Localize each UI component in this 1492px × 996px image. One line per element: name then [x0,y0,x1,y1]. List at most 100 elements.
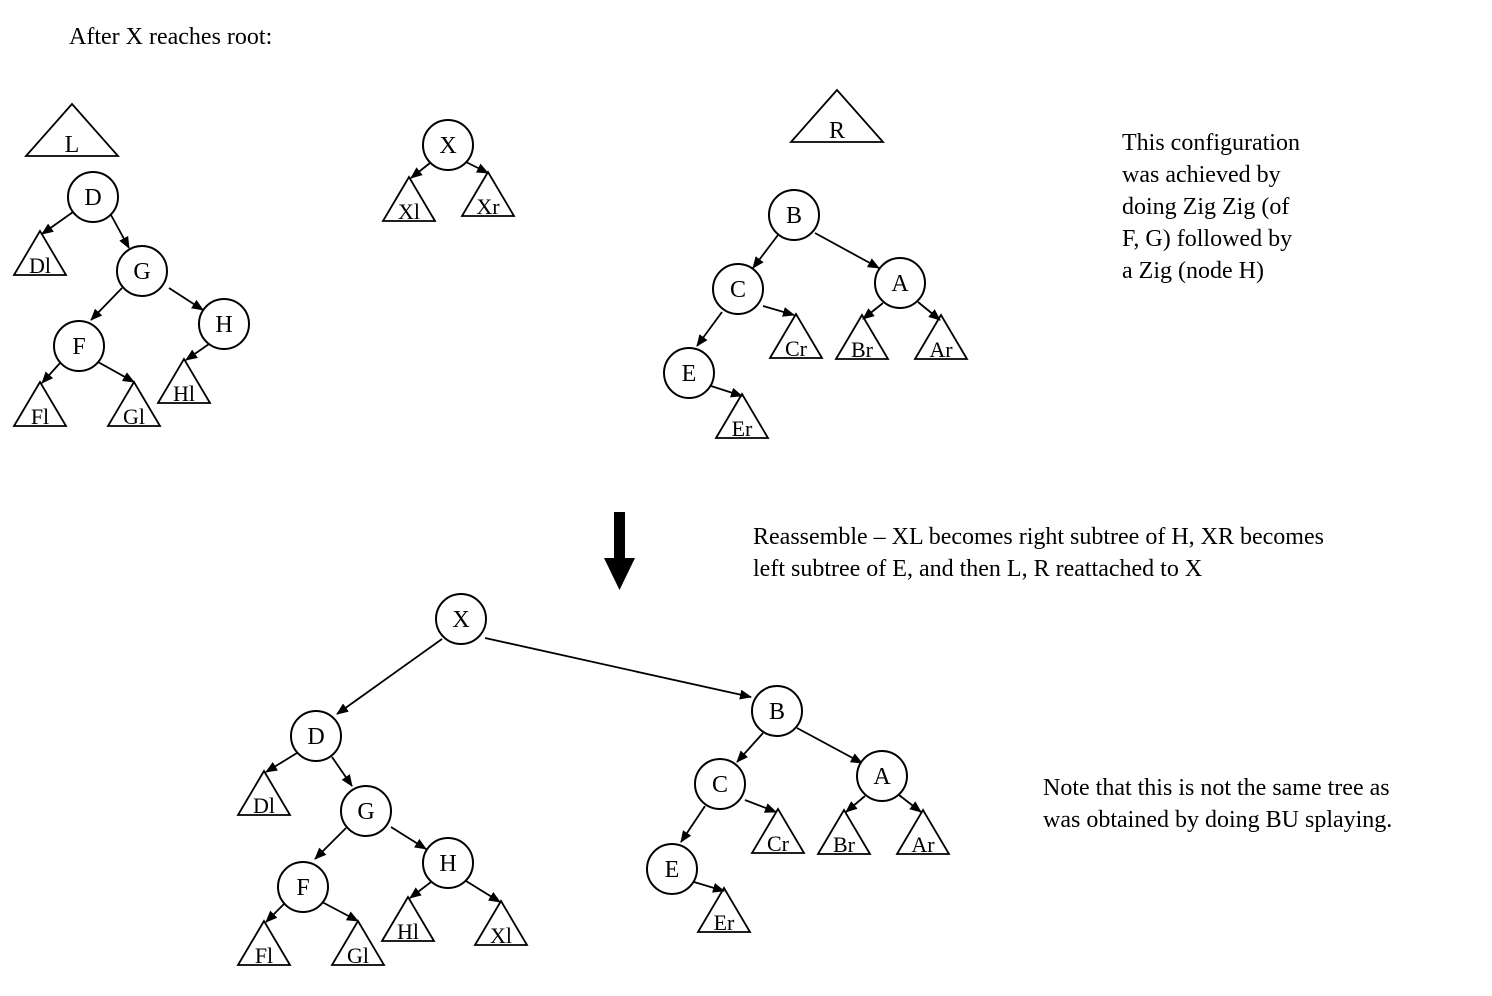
comparison-note: Note that this is not the same tree as w… [1043,775,1393,833]
edge-x-xr [465,161,489,174]
configuration-note: This configuration was achieved by doing… [1122,130,1300,284]
edge-x-xl [410,162,431,179]
subtree-gl: Gl [106,380,162,429]
edge-c-cr [762,305,795,317]
svg-text:Ar: Ar [929,337,953,362]
svg-text:C: C [730,277,746,303]
r-tree-triangle: R [789,88,885,144]
node-h: H [198,298,250,350]
svg-text:C: C [712,772,728,798]
edge-g-h [168,287,204,311]
edge-a-ar-b [898,794,922,813]
subtree-br: Br [834,313,890,362]
node-b: B [768,189,820,241]
subtree-cr: Cr [768,312,824,361]
svg-text:L: L [65,132,80,158]
edge-f-gl-b [321,901,359,922]
subtree-hl-bottom: Hl [380,895,436,944]
svg-text:F: F [296,875,309,901]
subtree-xl-top: Xl [381,175,437,224]
svg-text:Gl: Gl [123,404,145,429]
subtree-ar: Ar [913,313,969,362]
edge-b-a-b [796,727,863,764]
transition-arrow [604,512,635,590]
edge-h-hl [185,343,210,361]
node-e: E [663,347,715,399]
svg-text:Xl: Xl [490,923,512,948]
edge-a-ar [917,301,941,321]
svg-text:Hl: Hl [173,381,195,406]
svg-text:Br: Br [833,832,856,857]
node-d: D [67,171,119,223]
svg-text:A: A [891,271,909,297]
node-f-bottom: F [277,861,329,913]
node-c-bottom: C [694,758,746,810]
node-d-bottom: D [290,710,342,762]
edge-b-a [814,232,880,269]
svg-text:H: H [439,851,456,877]
svg-text:B: B [786,203,802,229]
svg-text:Fl: Fl [31,404,49,429]
svg-text:Ar: Ar [911,832,935,857]
svg-text:Br: Br [851,337,874,362]
edge-g-f-b [314,827,347,860]
svg-text:Er: Er [714,910,735,935]
edge-b-c-b [736,732,764,763]
node-x-bottom: X [435,593,487,645]
edge-h-hl-b [409,881,432,899]
edge-a-br-b [845,795,866,813]
svg-text:Fl: Fl [255,943,273,968]
edge-b-c [752,234,779,269]
svg-text:Hl: Hl [397,919,419,944]
svg-text:H: H [215,312,232,338]
svg-text:Cr: Cr [785,336,808,361]
svg-text:D: D [84,185,101,211]
svg-text:Cr: Cr [767,831,790,856]
subtree-er: Er [714,392,770,441]
node-f: F [53,320,105,372]
edge-c-cr-b [744,799,777,813]
edge-d-g [110,214,130,249]
node-a-bottom: A [856,750,908,802]
edge-g-f [90,287,123,321]
subtree-fl-bottom: Fl [236,919,292,968]
subtree-hl: Hl [156,357,212,406]
edge-x-b [484,637,752,700]
node-b-bottom: B [751,685,803,737]
edge-c-e-b [680,805,706,843]
node-e-bottom: E [646,843,698,895]
subtree-er-bottom: Er [696,886,752,935]
l-tree-triangle: L [24,102,120,158]
node-c: C [712,263,764,315]
svg-text:G: G [133,259,150,285]
edge-e-er [710,385,743,398]
edge-c-e [696,311,723,347]
edge-a-br [862,302,884,320]
svg-text:Er: Er [732,416,753,441]
subtree-cr-bottom: Cr [750,807,806,856]
svg-text:Xr: Xr [476,194,500,219]
edge-d-dl [41,211,74,235]
svg-text:X: X [439,133,456,159]
node-g: G [116,245,168,297]
svg-text:E: E [682,361,697,387]
subtree-dl-bottom: Dl [236,769,292,818]
svg-text:Xl: Xl [398,199,420,224]
reassemble-note: Reassemble – XL becomes right subtree of… [753,524,1324,582]
svg-text:Gl: Gl [347,943,369,968]
edge-h-xl-b [465,880,501,903]
heading-text: After X reaches root: [69,24,273,50]
node-g-bottom: G [340,785,392,837]
edge-d-dl-b [265,752,298,773]
edge-d-g-b [331,756,353,787]
node-a: A [874,257,926,309]
edge-f-fl [41,362,61,384]
edge-f-gl [97,361,135,383]
edge-g-h-b [390,826,427,850]
subtree-fl: Fl [12,380,68,429]
edge-x-d [336,638,443,715]
edge-f-fl-b [265,903,285,923]
subtree-xl-bottom: Xl [473,899,529,948]
svg-text:Dl: Dl [29,253,51,278]
svg-text:A: A [873,764,891,790]
